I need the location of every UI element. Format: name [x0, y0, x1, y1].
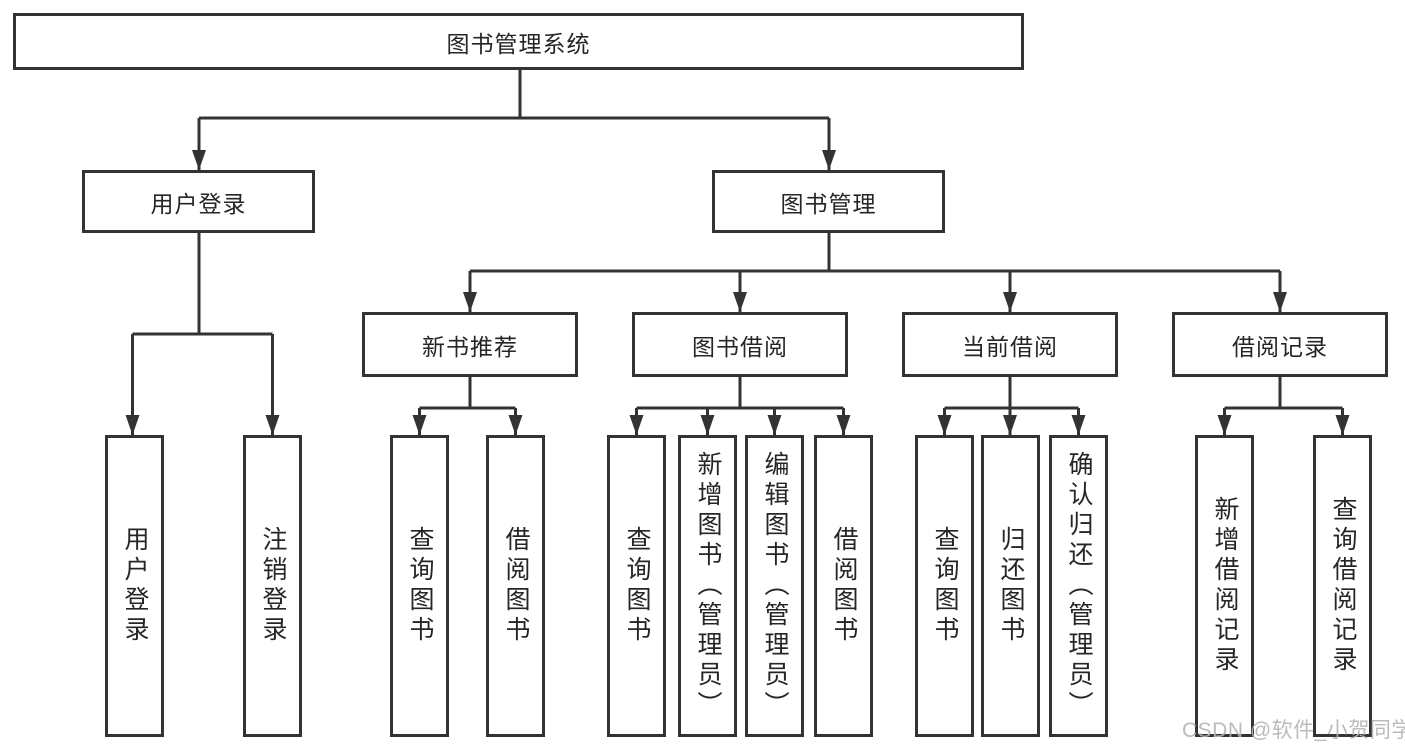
node-leaf-query-books-current: 查询图书 — [915, 435, 974, 737]
node-leaf-add-borrow-record: 新增借阅记录 — [1195, 435, 1254, 737]
node-leaf-query-books-rec: 查询图书 — [390, 435, 449, 737]
node-leaf-return-book: 归还图书 — [981, 435, 1040, 737]
node-user-login: 用户登录 — [82, 170, 315, 233]
node-leaf-query-books-borrow: 查询图书 — [607, 435, 666, 737]
node-new-book-recommendation: 新书推荐 — [362, 312, 578, 377]
node-current-borrowing: 当前借阅 — [902, 312, 1118, 377]
node-leaf-confirm-return-admin: 确认归还（管理员） — [1049, 435, 1108, 737]
node-leaf-borrow-books-borrow: 借阅图书 — [814, 435, 873, 737]
node-book-borrowing: 图书借阅 — [632, 312, 848, 377]
node-book-management: 图书管理 — [712, 170, 945, 233]
node-leaf-add-book-admin: 新增图书（管理员） — [678, 435, 737, 737]
node-leaf-user-login: 用户登录 — [105, 435, 164, 737]
node-leaf-logout: 注销登录 — [243, 435, 302, 737]
node-leaf-borrow-books-rec: 借阅图书 — [486, 435, 545, 737]
node-leaf-query-borrow-record: 查询借阅记录 — [1313, 435, 1372, 737]
csdn-watermark: CSDN @软件_小贺同学 — [1182, 719, 1405, 742]
node-library-management-system: 图书管理系统 — [13, 13, 1024, 70]
node-leaf-edit-book-admin: 编辑图书（管理员） — [745, 435, 804, 737]
node-borrowing-records: 借阅记录 — [1172, 312, 1388, 377]
